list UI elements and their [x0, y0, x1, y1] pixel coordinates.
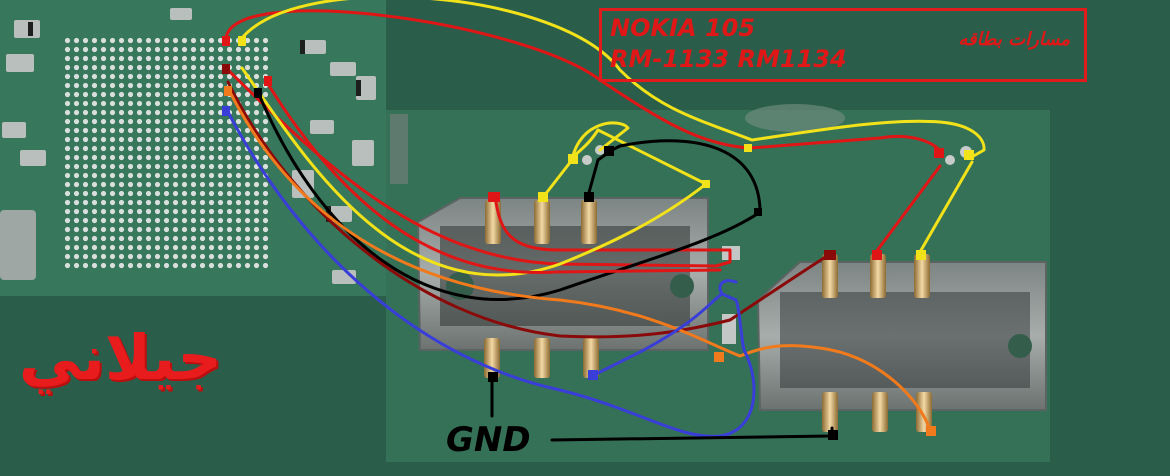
cpu-area	[0, 0, 386, 296]
model-name: NOKIA 105	[610, 14, 756, 42]
trace-red-long	[224, 9, 942, 154]
trace-red-sim1-b	[266, 82, 722, 275]
gnd-label: GND	[446, 420, 531, 460]
pad-markers	[222, 36, 974, 440]
model-codes: RM-1133 RM1134	[610, 45, 847, 73]
bga-pads	[62, 34, 272, 270]
trace-yellow-long	[240, 0, 986, 160]
trace-yellow-top	[570, 121, 630, 162]
author-signature: جيلاني	[18, 321, 222, 394]
sim-socket-2	[756, 254, 1047, 432]
trace-orange	[228, 90, 932, 432]
trace-red-sim1-a	[224, 66, 732, 268]
trace-red-sim2	[874, 164, 942, 254]
trace-yellow-sim1	[240, 66, 708, 277]
sim-socket-1	[416, 197, 709, 378]
arabic-subtitle: مسارات بطاقه	[958, 29, 1070, 50]
trace-blue-hook	[718, 279, 738, 296]
model-title-box: NOKIA 105 RM-1133 RM1134 مسارات بطاقه	[599, 8, 1087, 82]
trace-black	[256, 90, 762, 301]
trace-yellow-sim2	[918, 160, 974, 254]
